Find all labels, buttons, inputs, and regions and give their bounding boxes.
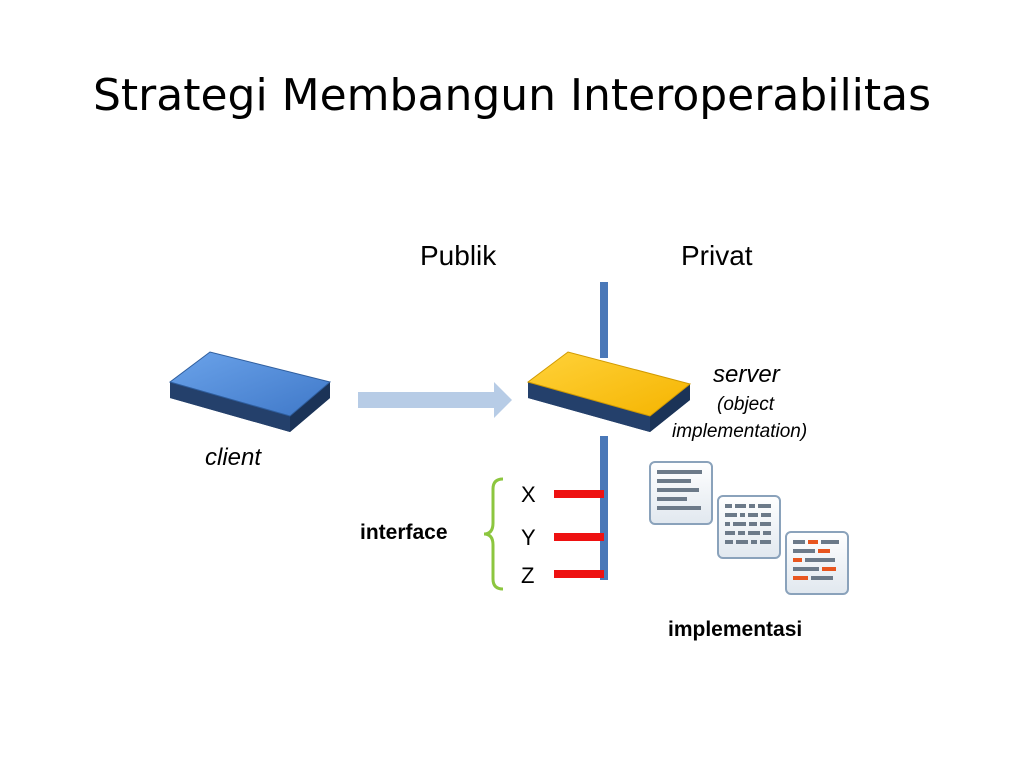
- request-arrow: [358, 382, 512, 418]
- public-column-heading: Publik: [420, 240, 497, 271]
- public-private-divider: [600, 282, 608, 580]
- interface-label: interface: [360, 521, 448, 544]
- interface-method-y: Y: [521, 525, 536, 550]
- interface-bracket: [483, 477, 504, 591]
- server-block: [526, 351, 692, 432]
- interface-port-x: [554, 490, 604, 498]
- interface-port-z: [554, 570, 604, 578]
- implementation-document-icon: [785, 531, 849, 595]
- interface-method-z: Z: [521, 563, 535, 588]
- interface-port-y: [554, 533, 604, 541]
- client-label: client: [205, 444, 262, 471]
- interface-method-x: X: [521, 482, 536, 507]
- server-sublabel-line1: (object: [717, 394, 775, 415]
- implementation-document-icon: [649, 461, 713, 525]
- server-sublabel-line2: implementation): [672, 421, 808, 442]
- implementation-document-icon: [717, 495, 781, 559]
- implementation-label: implementasi: [668, 618, 803, 641]
- server-label: server: [713, 361, 780, 388]
- client-block: [168, 351, 332, 432]
- slide-title: Strategi Membangun Interoperabilitas: [92, 70, 932, 121]
- private-column-heading: Privat: [681, 240, 753, 271]
